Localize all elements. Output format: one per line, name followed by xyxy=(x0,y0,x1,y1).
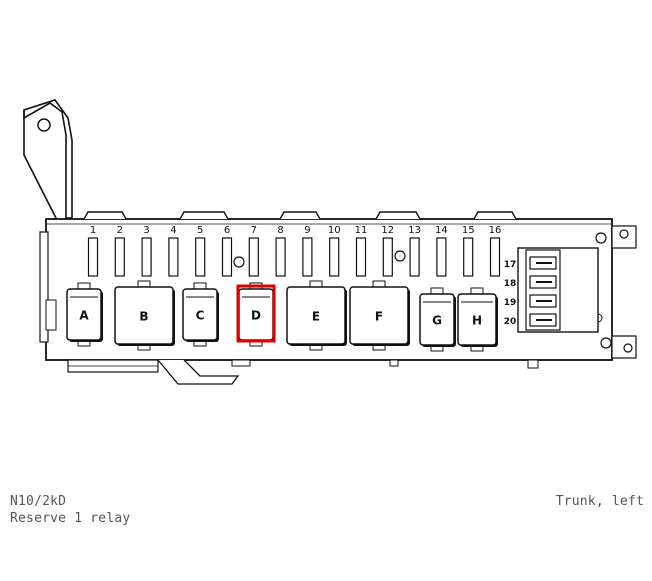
fuse-number-5: 5 xyxy=(197,225,203,236)
fuse-number-15: 15 xyxy=(462,225,475,236)
fuse-slot-3 xyxy=(141,237,152,277)
relay-c[interactable]: C xyxy=(182,282,219,347)
fuse-slot-4 xyxy=(168,237,179,277)
fuse-slot-1 xyxy=(87,237,99,277)
fuse-number-20: 20 xyxy=(504,317,517,327)
fuse-slot-6 xyxy=(221,237,233,277)
fuse-number-1: 1 xyxy=(90,225,96,236)
screw-hole xyxy=(600,337,612,349)
mounting-bracket xyxy=(23,99,73,219)
relay-row: A B C D E F G H xyxy=(66,280,498,352)
fuse-slot-2 xyxy=(114,237,125,277)
fuse-number-12: 12 xyxy=(381,225,394,236)
fuse-number-10: 10 xyxy=(328,225,341,236)
fuse-number-16: 16 xyxy=(489,225,502,236)
fuse-number-19: 19 xyxy=(504,298,517,308)
screw-hole xyxy=(233,256,245,268)
relay-label-g: G xyxy=(432,314,442,328)
highlight-box xyxy=(236,284,276,343)
bracket-hole xyxy=(37,118,51,132)
fuse-number-14: 14 xyxy=(435,225,448,236)
component-description: Reserve 1 relay xyxy=(10,511,131,526)
relay-label-c: C xyxy=(196,309,205,323)
fuse-number-3: 3 xyxy=(143,225,149,236)
relay-a[interactable]: A xyxy=(66,282,103,347)
fuse-number-18: 18 xyxy=(504,279,517,289)
fuse-slot-5 xyxy=(195,237,206,277)
fuse-number-13: 13 xyxy=(408,225,421,236)
relay-b[interactable]: B xyxy=(114,280,175,351)
fuse-slot-15 xyxy=(463,237,474,277)
fuse-slot-8 xyxy=(275,237,286,277)
fuse-slot-11 xyxy=(355,237,367,277)
fuse-slot-14 xyxy=(436,237,447,277)
fuse-number-11: 11 xyxy=(355,225,368,236)
fuse-number-17: 17 xyxy=(504,260,517,270)
relay-d[interactable]: D xyxy=(236,282,276,347)
fuse-slot-10 xyxy=(329,237,340,277)
relay-f[interactable]: F xyxy=(349,280,410,351)
relay-label-a: A xyxy=(79,309,89,323)
relay-h[interactable]: H xyxy=(457,287,498,352)
fuse-number-8: 8 xyxy=(277,225,283,236)
fuse-slot-13 xyxy=(409,237,420,277)
fuse-number-2: 2 xyxy=(117,225,123,236)
relay-label-e: E xyxy=(312,310,320,324)
relay-label-b: B xyxy=(139,310,148,324)
component-code: N10/2kD xyxy=(10,494,67,509)
relay-label-f: F xyxy=(375,310,383,324)
component-location: Trunk, left xyxy=(555,494,644,509)
release-tab xyxy=(157,359,240,385)
relay-g[interactable]: G xyxy=(419,287,456,352)
relay-label-d: D xyxy=(251,309,261,323)
fuse-number-9: 9 xyxy=(304,225,310,236)
screw-hole xyxy=(394,250,406,262)
fuse-number-6: 6 xyxy=(224,225,230,236)
relay-label-h: H xyxy=(472,314,482,328)
fuse-number-4: 4 xyxy=(170,225,176,236)
side-fuse-group: 17 18 19 20 xyxy=(504,256,557,327)
relay-e[interactable]: E xyxy=(286,280,347,351)
fuse-slot-9 xyxy=(302,237,313,277)
fuse-slot-16 xyxy=(489,237,501,277)
screw-hole xyxy=(595,232,607,244)
fuse-slot-7 xyxy=(248,237,259,277)
fuse-slot-12 xyxy=(382,237,393,277)
fuse-number-7: 7 xyxy=(251,225,257,236)
